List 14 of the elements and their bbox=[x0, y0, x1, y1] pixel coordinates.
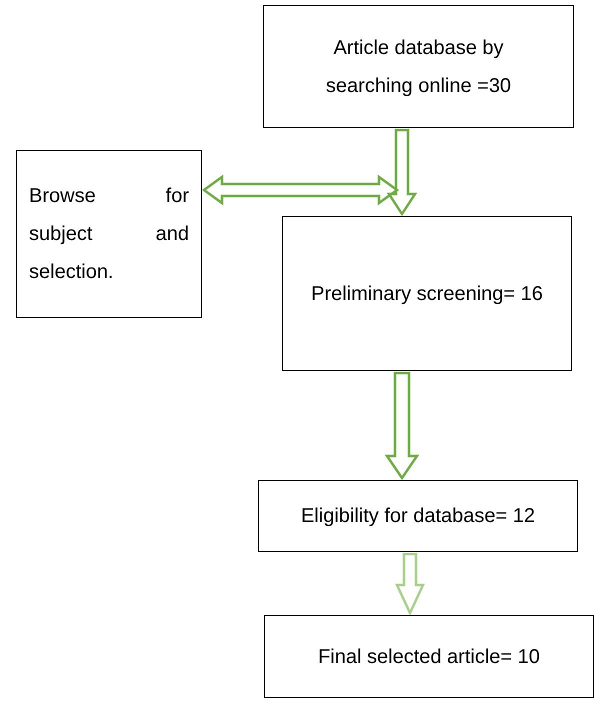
process-box bbox=[16, 150, 202, 318]
block-arrow bbox=[202, 174, 400, 206]
process-box bbox=[282, 216, 572, 371]
process-box bbox=[264, 615, 594, 698]
process-box bbox=[258, 480, 578, 552]
box-text: Eligibility for database= 12 bbox=[300, 504, 536, 529]
box-text: Browse for subject and selection. bbox=[29, 184, 189, 285]
block-arrow bbox=[386, 128, 418, 216]
block-arrow bbox=[384, 372, 420, 480]
box-text: Preliminary screening= 16 bbox=[310, 282, 544, 306]
box-text: Final selected article= 10 bbox=[317, 644, 541, 670]
block-arrow bbox=[395, 552, 425, 616]
process-box bbox=[263, 5, 574, 128]
box-text: Article database by searching online =30 bbox=[324, 36, 512, 98]
